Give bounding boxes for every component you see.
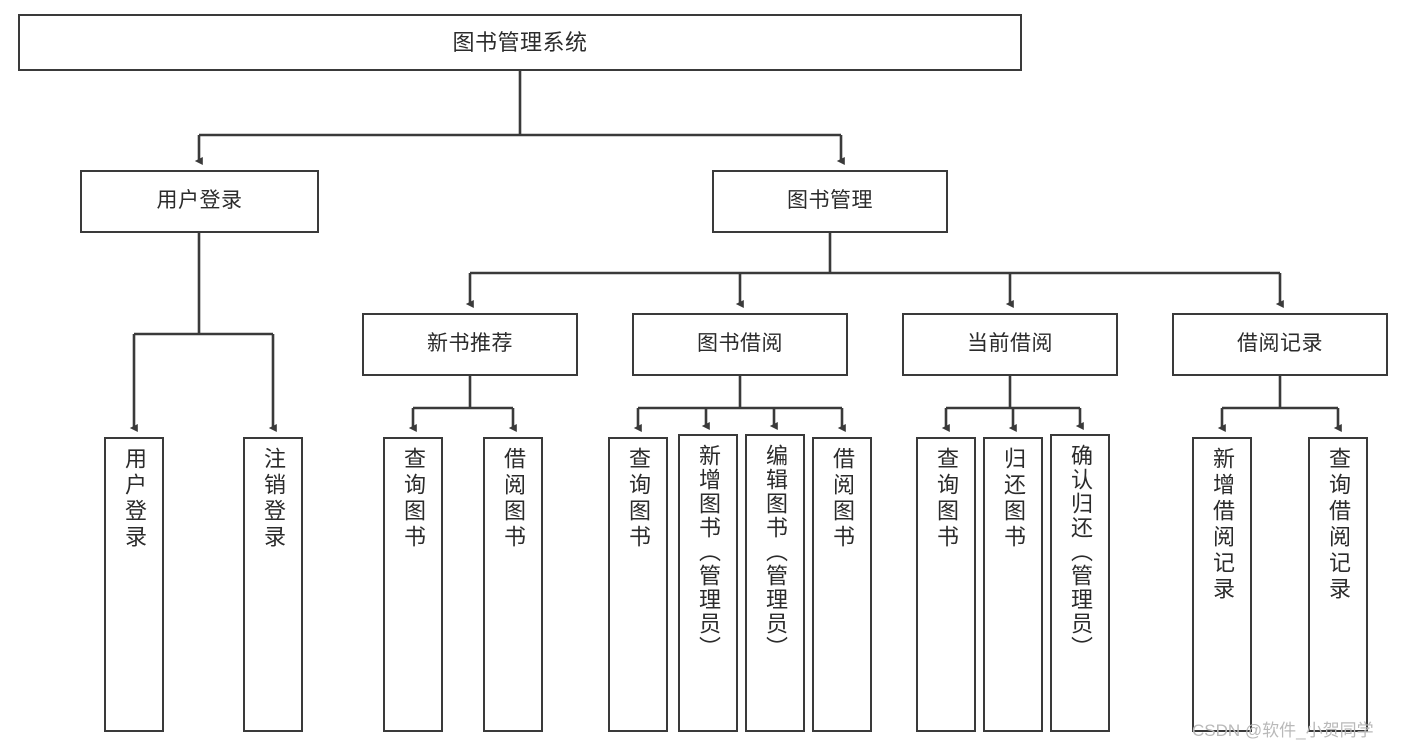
- leaf-query-book-3[interactable]: 查询图书: [916, 437, 976, 732]
- leaf-borrow-book-1[interactable]: 借阅图书: [483, 437, 543, 732]
- leaf-add-record-label: 新增借阅记录: [1210, 447, 1235, 603]
- node-borrow-record-label: 借阅记录: [1237, 332, 1323, 356]
- leaf-user-login-label: 用户登录: [122, 447, 147, 551]
- leaf-borrow-book-2[interactable]: 借阅图书: [812, 437, 872, 732]
- leaf-query-book-2-label: 查询图书: [626, 447, 651, 551]
- node-root[interactable]: 图书管理系统: [18, 14, 1022, 71]
- node-new-book-recommend-label: 新书推荐: [427, 332, 513, 356]
- leaf-confirm-return-label: 确认归还（管理员）: [1068, 444, 1093, 660]
- node-book-manage[interactable]: 图书管理: [712, 170, 948, 233]
- node-user-login-label: 用户登录: [156, 189, 243, 213]
- leaf-user-logout-label: 注销登录: [261, 447, 286, 551]
- csdn-watermark: CSDN @软件_小贺同学: [1192, 721, 1374, 740]
- leaf-borrow-book-2-label: 借阅图书: [830, 447, 855, 551]
- leaf-query-record-label: 查询借阅记录: [1326, 447, 1351, 603]
- leaf-borrow-book-1-label: 借阅图书: [501, 447, 526, 551]
- node-book-borrow-label: 图书借阅: [697, 332, 783, 356]
- node-book-borrow[interactable]: 图书借阅: [632, 313, 848, 376]
- leaf-add-book[interactable]: 新增图书（管理员）: [678, 434, 738, 732]
- leaf-user-logout[interactable]: 注销登录: [243, 437, 303, 732]
- leaf-return-book-label: 归还图书: [1001, 447, 1026, 551]
- leaf-query-book-2[interactable]: 查询图书: [608, 437, 668, 732]
- leaf-add-record[interactable]: 新增借阅记录: [1192, 437, 1252, 732]
- leaf-query-book-3-label: 查询图书: [934, 447, 959, 551]
- leaf-user-login[interactable]: 用户登录: [104, 437, 164, 732]
- leaf-edit-book[interactable]: 编辑图书（管理员）: [745, 434, 805, 732]
- node-book-manage-label: 图书管理: [787, 189, 873, 213]
- node-root-label: 图书管理系统: [452, 29, 588, 55]
- leaf-add-book-label: 新增图书（管理员）: [696, 444, 721, 660]
- node-current-borrow-label: 当前借阅: [967, 332, 1053, 356]
- leaf-query-record[interactable]: 查询借阅记录: [1308, 437, 1368, 732]
- leaf-edit-book-label: 编辑图书（管理员）: [763, 444, 788, 660]
- node-new-book-recommend[interactable]: 新书推荐: [362, 313, 578, 376]
- node-user-login[interactable]: 用户登录: [80, 170, 319, 233]
- node-borrow-record[interactable]: 借阅记录: [1172, 313, 1388, 376]
- leaf-return-book[interactable]: 归还图书: [983, 437, 1043, 732]
- leaf-query-book-1[interactable]: 查询图书: [383, 437, 443, 732]
- leaf-query-book-1-label: 查询图书: [401, 447, 426, 551]
- node-current-borrow[interactable]: 当前借阅: [902, 313, 1118, 376]
- leaf-confirm-return[interactable]: 确认归还（管理员）: [1050, 434, 1110, 732]
